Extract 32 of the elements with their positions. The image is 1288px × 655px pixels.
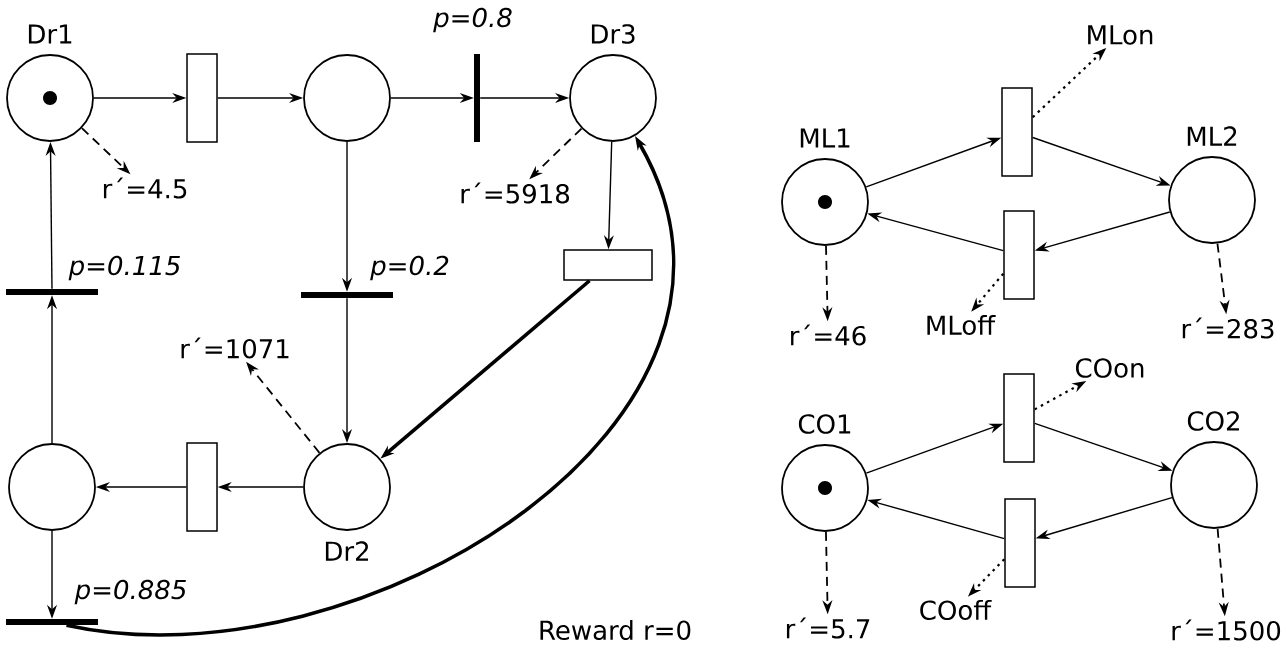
reward-label: COoff	[920, 599, 992, 621]
place-circle	[303, 54, 391, 142]
probability-label: p=0.2	[370, 255, 449, 281]
place-name: CO1	[798, 414, 851, 434]
place-name: Dr2	[325, 541, 368, 561]
probability-label: p=0.8	[433, 7, 512, 33]
transition-box	[1001, 87, 1033, 177]
place-name: ML2	[1187, 126, 1237, 146]
reward-label: r´=4.5	[103, 177, 187, 199]
reward-label: r´=5918	[461, 182, 570, 204]
place-circle	[8, 443, 96, 531]
reward-label: r´=46	[791, 324, 866, 346]
reward-label: r´=1071	[181, 337, 289, 359]
transition-box	[186, 442, 218, 532]
place-name: CO2	[1187, 411, 1239, 431]
place-name: Dr1	[28, 24, 72, 44]
reward-label: MLoff	[927, 314, 996, 336]
reward-label: MLon	[1088, 25, 1153, 45]
transition-box	[186, 53, 218, 143]
transition-box	[1004, 498, 1036, 588]
place-name: Dr3	[591, 24, 635, 44]
probability-label: p=0.115	[68, 255, 180, 281]
transition-box	[1003, 210, 1035, 300]
note-text: Reward r=0	[540, 619, 691, 641]
reward-label: r´=1500	[1172, 619, 1281, 641]
place-name: ML1	[800, 128, 850, 148]
reward-label: r´=5.7	[786, 617, 870, 639]
probability-label: p=0.885	[74, 579, 186, 605]
reward-label: r´=283	[1182, 317, 1274, 339]
transition-box	[563, 249, 653, 281]
transition-box	[1003, 373, 1035, 463]
reward-label: COon	[1075, 358, 1144, 378]
